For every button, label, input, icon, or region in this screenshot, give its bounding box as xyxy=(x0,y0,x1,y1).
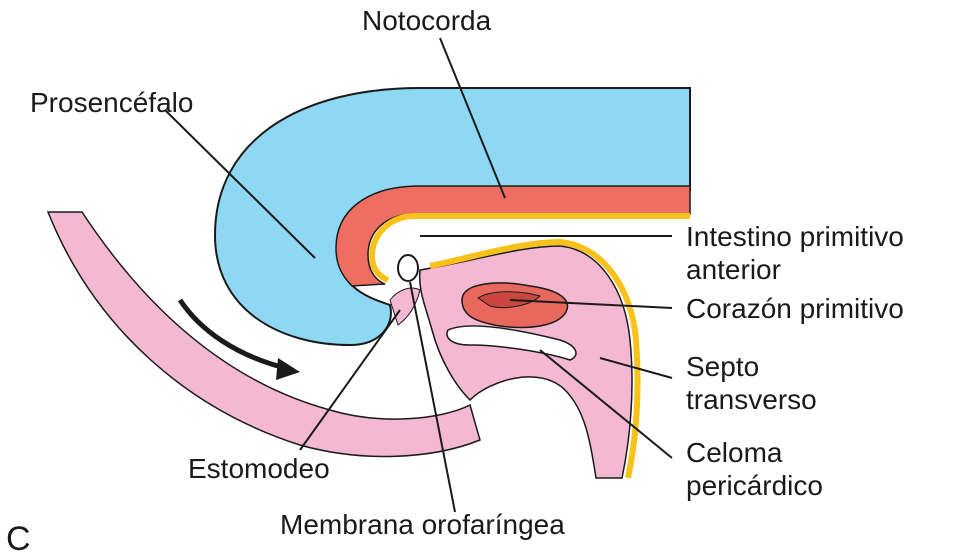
folding-arrow-head xyxy=(276,358,300,380)
label-intestino-line1: Intestino primitivo xyxy=(686,221,904,252)
oropharyngeal-membrane-shape xyxy=(398,255,418,281)
label-celoma-line2: pericárdico xyxy=(686,470,823,501)
label-celoma-line1: Celoma xyxy=(686,437,783,468)
label-septo-line1: Septo xyxy=(686,351,759,382)
label-notocorda: Notocorda xyxy=(362,5,492,36)
label-septo-line2: transverso xyxy=(686,384,817,415)
label-prosencefalo: Prosencéfalo xyxy=(30,87,193,118)
label-estomodeo: Estomodeo xyxy=(188,453,330,484)
panel-letter: C xyxy=(6,520,31,558)
label-intestino-line2: anterior xyxy=(686,254,781,285)
label-membrana: Membrana orofaríngea xyxy=(280,509,565,540)
label-corazon: Corazón primitivo xyxy=(686,293,904,324)
